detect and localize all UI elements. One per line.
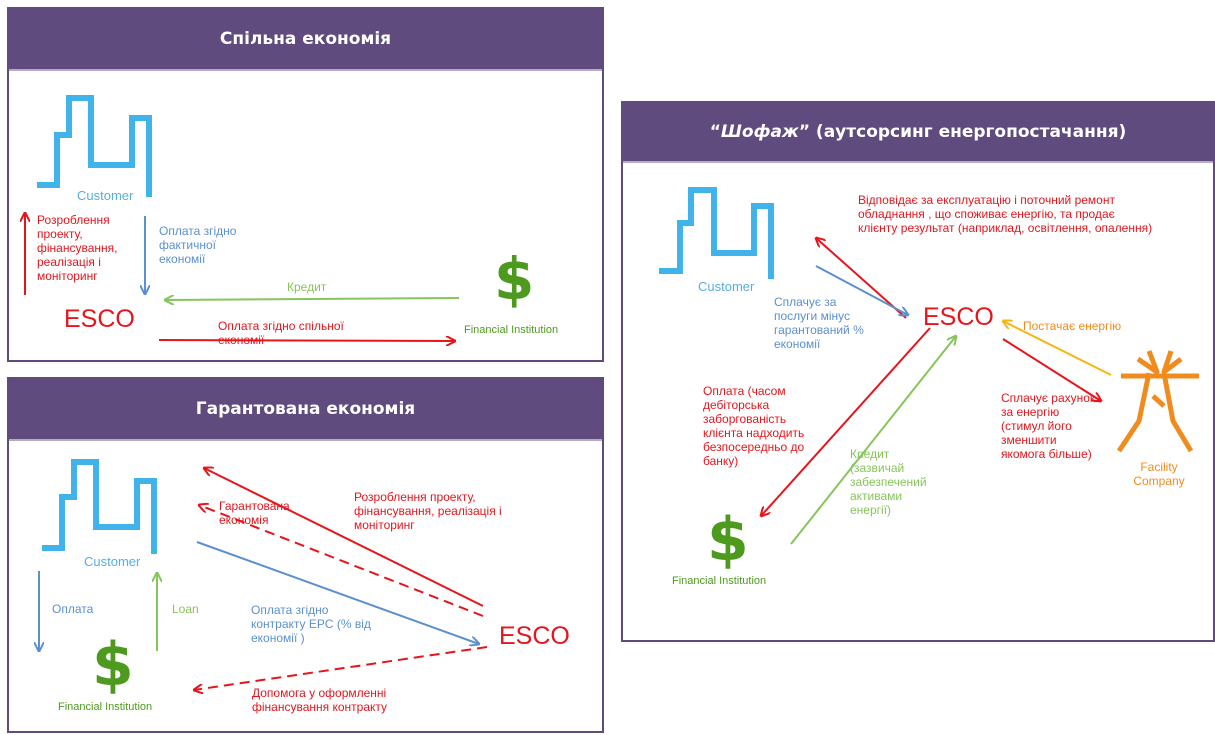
- power-tower-icon: [1116, 350, 1199, 453]
- guaranteed-savings-header: Гарантована економія: [9, 379, 602, 439]
- guaranteed-label: Гарантована економія: [219, 499, 290, 527]
- dollar-sign-icon: $: [494, 245, 535, 313]
- credit-arrow: [165, 298, 460, 300]
- credit-label: Кредит: [287, 280, 327, 294]
- payment-label: Оплата (часом дебіторська заборгованість…: [703, 384, 805, 468]
- loan-label: Loan: [172, 602, 199, 616]
- customer-label: Customer: [698, 279, 755, 294]
- chauffage-title-italic: Шофаж: [720, 122, 799, 142]
- header-divider: [623, 161, 1213, 163]
- building-icon: [659, 187, 774, 279]
- epc-payment-label: Оплата згідно контракту EPC (% від еконо…: [251, 603, 371, 645]
- payment-label: Оплата: [52, 602, 94, 616]
- building-icon: [42, 459, 157, 554]
- pays-bill-label: Сплачує рахунок за енергію (стимул його …: [1001, 391, 1096, 461]
- fi-label: Financial Institution: [58, 701, 153, 713]
- header-divider: [9, 439, 602, 441]
- payment-label: Оплата згідно фактичної економії: [159, 224, 237, 266]
- customer-label: Customer: [84, 554, 141, 569]
- chauffage-panel: “Шофаж” (аутсорсинг енергопостачання) Cu…: [621, 101, 1215, 642]
- esco-label: ESCO: [64, 305, 135, 333]
- fi-label: Financial Institution: [672, 575, 767, 587]
- design-arrow: [204, 468, 484, 607]
- dollar-sign-icon: $: [92, 630, 134, 700]
- supplies-label: Постачає енергію: [1023, 319, 1122, 333]
- chauffage-header: “Шофаж” (аутсорсинг енергопостачання): [623, 103, 1213, 161]
- customer-label: Customer: [77, 188, 134, 203]
- design-label: Розроблення проекту, фінансування, реалі…: [354, 490, 502, 532]
- chauffage-title-quote: “: [709, 122, 721, 142]
- guaranteed-savings-panel: Гарантована економія Customer Гарантован…: [7, 377, 604, 733]
- shared-savings-title: Спільна економія: [219, 29, 392, 49]
- header-divider: [9, 69, 602, 71]
- facility-label: Facility Company: [1133, 460, 1185, 488]
- help-label: Допомога у оформленні фінансування контр…: [252, 686, 388, 714]
- shared-savings-panel: Спільна економія Customer Розроблення пр…: [7, 7, 604, 362]
- shared-payment-label: Оплата згідно спільної економії: [218, 319, 344, 347]
- help-arrow: [194, 646, 488, 690]
- guaranteed-savings-title: Гарантована економія: [195, 399, 416, 419]
- shared-savings-header: Спільна економія: [9, 9, 602, 69]
- dollar-sign-icon: $: [707, 505, 749, 575]
- design-label: Розроблення проекту, фінансування, реалі…: [37, 213, 118, 283]
- fi-label: Financial Institution: [464, 324, 559, 336]
- chauffage-title-rest: ” (аутсорсинг енергопостачання): [798, 122, 1127, 142]
- pays-services-label: Сплачує за послуги мінус гарантований % …: [774, 295, 864, 351]
- esco-label: ESCO: [499, 622, 570, 650]
- credit-label: Кредит (зазвичай забезпечений активами е…: [850, 447, 927, 517]
- responsible-label: Відповідає за експлуатацію і поточний ре…: [858, 193, 1153, 235]
- building-icon: [37, 95, 152, 197]
- esco-label: ESCO: [923, 303, 994, 331]
